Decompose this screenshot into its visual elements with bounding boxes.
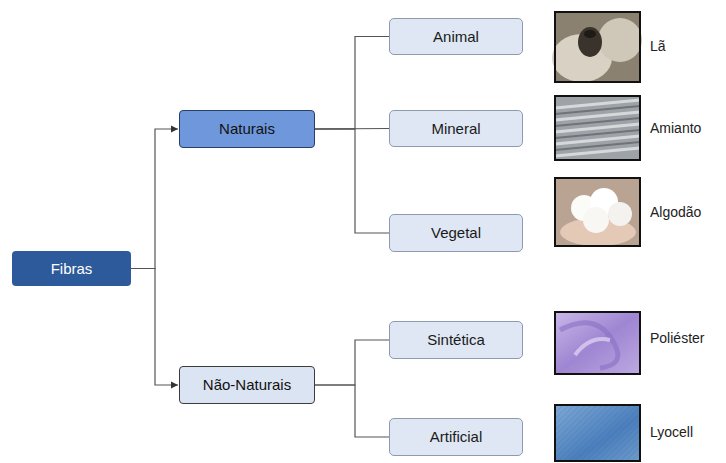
tree-connector (131, 269, 178, 386)
box-label: Naturais (219, 120, 275, 138)
tree-connector (315, 340, 389, 385)
box-label: Vegetal (431, 224, 481, 242)
tree-connector (131, 129, 178, 269)
category-box: Artificial (389, 418, 523, 456)
box-label: Fibras (51, 260, 93, 278)
fiber-example-label: Lyocell (650, 424, 693, 440)
box-label: Mineral (431, 120, 480, 138)
cotton-photo (555, 178, 640, 246)
fiber-example-label: Amianto (650, 120, 701, 136)
lyocell-fabric-photo (555, 405, 640, 461)
box-label: Sintética (427, 331, 485, 349)
box-label: Animal (433, 28, 479, 46)
sheep-photo (552, 12, 642, 82)
tree-connector (315, 385, 389, 437)
category-box: Sintética (389, 321, 523, 359)
asbestos-photo (555, 96, 640, 160)
root-box: Fibras (12, 251, 131, 286)
box-label: Não-Naturais (203, 376, 291, 394)
polyester-fabric-photo (555, 312, 640, 374)
fiber-example-label: Lã (650, 38, 666, 54)
group-box: Não-Naturais (179, 366, 315, 404)
group-box: Naturais (179, 110, 315, 148)
category-box: Animal (389, 18, 523, 55)
tree-connector (315, 129, 389, 233)
fiber-example-label: Algodão (650, 204, 701, 220)
category-box: Vegetal (389, 214, 523, 252)
fiber-example-label: Poliéster (650, 330, 704, 346)
tree-connector (315, 37, 389, 130)
category-box: Mineral (389, 110, 523, 147)
box-label: Artificial (430, 428, 483, 446)
